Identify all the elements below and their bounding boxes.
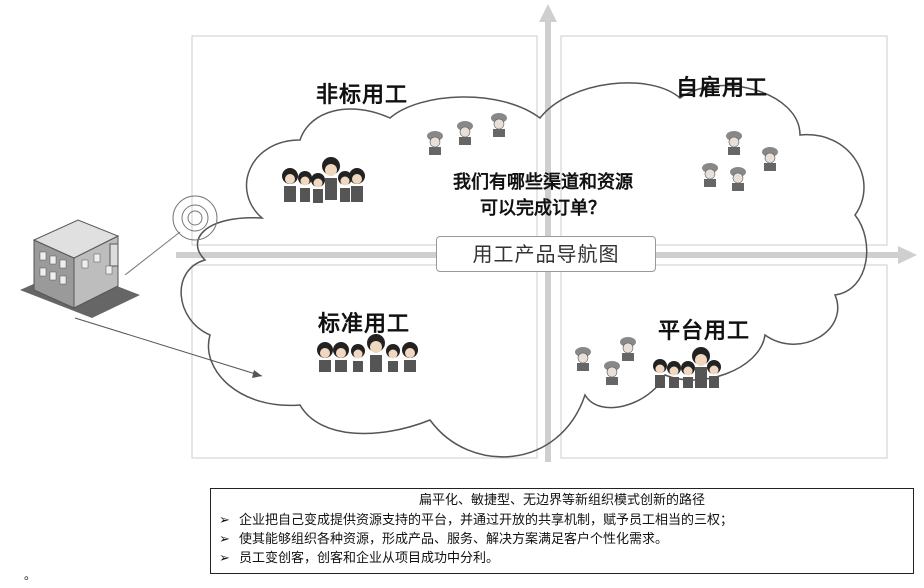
info-bullet-text: 企业把自己变成提供资源支持的平台，并通过开放的共享机制，赋予员工相当的三权； [239, 513, 734, 528]
info-bullet-text: 员工变创客，创客和企业从项目成功中分利。 [239, 551, 500, 566]
center-question-line-1: 我们有哪些渠道和资源 [453, 172, 633, 193]
people-group-icon [653, 347, 721, 388]
quadrant-top-left-box [191, 35, 538, 246]
quadrant-bottom-right-box [560, 264, 888, 459]
quadrant-top-right-box [560, 35, 888, 246]
connector-factory-target [124, 231, 181, 276]
worker-icon [575, 347, 591, 371]
connector-arrowhead [252, 370, 262, 378]
worker-icon [604, 361, 620, 385]
bullet-marker: ➢ [219, 551, 230, 566]
info-box: 扁平化、敏捷型、无边界等新组织模式创新的路径 ➢ 企业把自己变成提供资源支持的平台… [210, 488, 914, 574]
worker-icon [491, 113, 507, 137]
people-group-icon [317, 334, 418, 372]
center-question-line-2: 可以完成订单？ [480, 198, 606, 219]
quadrant-label-bottom-right: 平台用工 [658, 319, 751, 344]
info-bullet: ➢ 使其能够组织各种资源，形成产品、服务、解决方案满足客户个性化需求。 [219, 530, 905, 549]
bullet-marker: ➢ [219, 513, 230, 528]
worker-icon [702, 163, 718, 187]
info-bullet: ➢ 企业把自己变成提供资源支持的平台，并通过开放的共享机制，赋予员工相当的三权； [219, 511, 905, 530]
quadrant-bottom-left-box [191, 264, 538, 459]
quadrant-label-bottom-left: 标准用工 [318, 312, 411, 337]
info-box-title: 扁平化、敏捷型、无边界等新组织模式创新的路径 [418, 493, 705, 508]
worker-icon [620, 337, 636, 361]
footnote-mark: 。 [24, 568, 37, 582]
worker-icon [730, 167, 746, 191]
worker-icon [762, 147, 778, 171]
vertical-axis-arrow [539, 4, 557, 22]
connector-factory-standard [74, 317, 263, 377]
horizontal-axis-arrow [898, 246, 917, 264]
info-bullet-text: 使其能够组织各种资源，形成产品、服务、解决方案满足客户个性化需求。 [239, 532, 669, 547]
worker-icon [726, 131, 742, 155]
worker-icon [457, 121, 473, 145]
people-group-icon [282, 157, 365, 203]
cloud-shape [180, 82, 868, 458]
center-question: 我们有哪些渠道和资源 可以完成订单？ [418, 170, 668, 222]
target-icon [172, 195, 218, 241]
quadrant-label-top-right: 自雇用工 [676, 76, 769, 101]
bullet-marker: ➢ [219, 532, 230, 547]
worker-icon [427, 131, 443, 155]
worker-icon [427, 113, 778, 385]
center-label: 用工产品导航图 [436, 236, 656, 272]
factory-icon [20, 219, 140, 318]
info-bullet: ➢ 员工变创客，创客和企业从项目成功中分利。 [219, 549, 905, 568]
quadrant-label-top-left: 非标用工 [316, 83, 409, 108]
